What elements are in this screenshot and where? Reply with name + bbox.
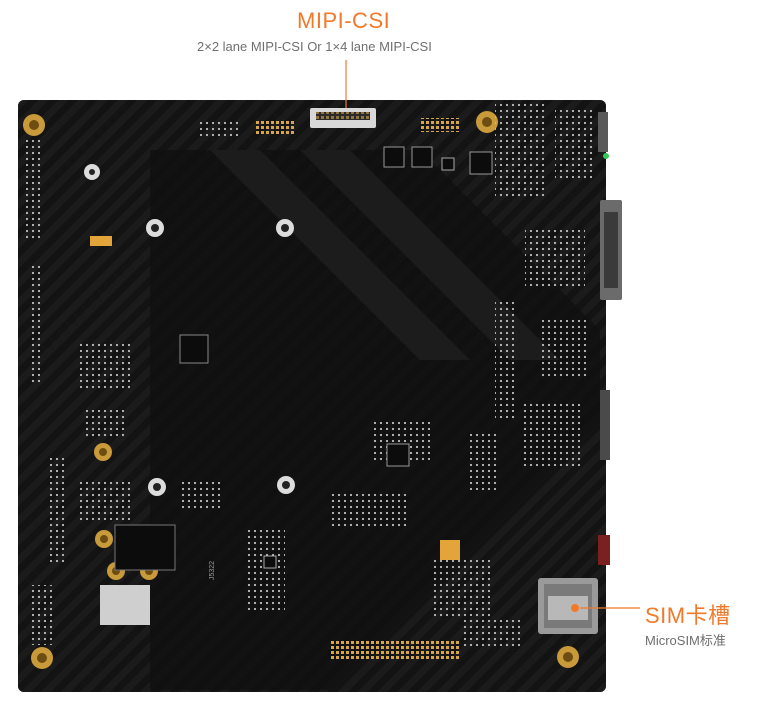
mipi-csi-connector: [310, 108, 376, 128]
sim-leader-dot: [571, 604, 579, 612]
silkscreen-label: J5322: [209, 561, 216, 580]
sim-slot-title: SIM卡槽: [645, 603, 731, 628]
sim-slot-subtitle: MicroSIM标准: [645, 633, 726, 648]
chips: [90, 146, 493, 625]
mipi-csi-subtitle: 2×2 lane MIPI-CSI Or 1×4 lane MIPI-CSI: [197, 39, 432, 54]
mount-holes: [23, 111, 579, 669]
side-connectors: [598, 112, 622, 565]
header-pins: [256, 118, 460, 660]
leader-lines: [345, 60, 640, 609]
mipi-csi-title: MIPI-CSI: [297, 8, 391, 33]
components: [26, 100, 595, 650]
sim-card-slot: [538, 578, 598, 634]
